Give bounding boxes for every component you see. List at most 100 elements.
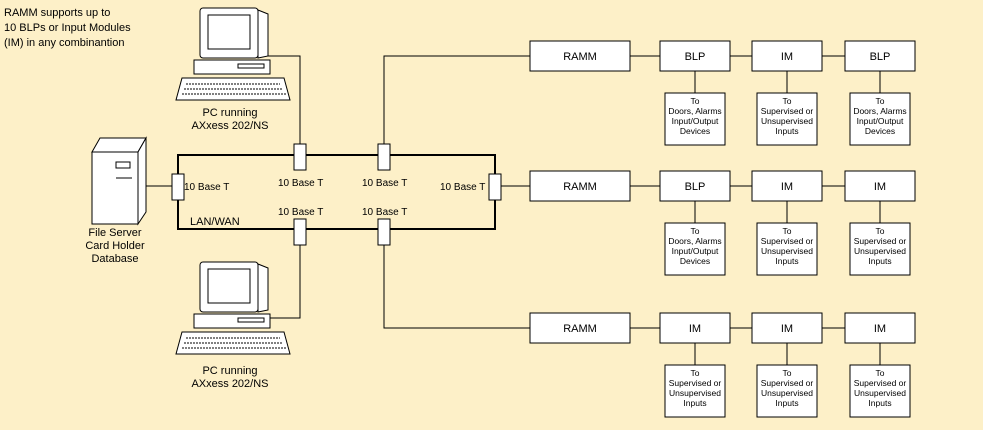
device-desc-line: Devices xyxy=(680,126,710,136)
device-desc-line: Supervised or xyxy=(761,236,814,246)
module-label: BLP xyxy=(685,51,706,63)
device-desc-line: Supervised or xyxy=(761,106,814,116)
svg-text:10 Base T: 10 Base T xyxy=(278,207,323,218)
server-icon xyxy=(91,136,147,226)
pc-top-label-2: AXxess 202/NS xyxy=(191,120,268,132)
device-desc-line: Unsupervised xyxy=(761,388,813,398)
device-desc-line: Unsupervised xyxy=(854,246,906,256)
module-label: IM xyxy=(874,323,886,335)
svg-text:10 Base T: 10 Base T xyxy=(278,178,323,189)
ramm-box xyxy=(529,312,631,344)
device-desc-line: Unsupervised xyxy=(854,388,906,398)
ramm-box xyxy=(529,170,631,202)
module-label: BLP xyxy=(870,51,891,63)
module-box xyxy=(844,40,916,72)
module-box xyxy=(751,40,823,72)
device-desc-line: Supervised or xyxy=(854,236,907,246)
device-desc-line: Inputs xyxy=(868,256,891,266)
device-desc-line: To xyxy=(876,226,885,236)
note-line-3: (IM) in any combinantion xyxy=(4,37,124,49)
svg-text:10 Base T: 10 Base T xyxy=(362,207,407,218)
device-desc-line: Devices xyxy=(865,126,895,136)
ramm-label: RAMM xyxy=(563,51,597,63)
device-desc-line: Inputs xyxy=(775,398,798,408)
tap-bottom-left: 10 Base T xyxy=(278,207,323,246)
connection-lines xyxy=(146,55,530,329)
device-desc-line: Inputs xyxy=(868,398,891,408)
module-box xyxy=(659,170,731,202)
device-desc-line: Inputs xyxy=(683,398,706,408)
device-box xyxy=(756,92,818,146)
device-desc-line: Supervised or xyxy=(854,378,907,388)
tap-server: 10 Base T xyxy=(171,173,229,201)
device-desc-line: Supervised or xyxy=(669,378,722,388)
svg-text:10 Base T: 10 Base T xyxy=(184,182,229,193)
device-desc-line: Unsupervised xyxy=(761,246,813,256)
device-desc-line: To xyxy=(783,96,792,106)
module-box xyxy=(659,40,731,72)
device-desc-line: To xyxy=(691,96,700,106)
device-box xyxy=(849,364,911,418)
device-desc-line: Input/Output xyxy=(672,246,719,256)
module-box xyxy=(751,312,823,344)
pc-bottom-label-1: PC running xyxy=(202,365,257,377)
tap-top-left: 10 Base T xyxy=(278,143,323,189)
pc-icon-top xyxy=(175,7,291,101)
pc-top-label-1: PC running xyxy=(202,107,257,119)
pc-icon-bottom xyxy=(175,261,291,355)
device-box xyxy=(756,222,818,276)
device-box xyxy=(756,364,818,418)
lan-label: LAN/WAN xyxy=(190,216,240,228)
device-box xyxy=(849,92,911,146)
module-label: BLP xyxy=(685,181,706,193)
ramm-label: RAMM xyxy=(563,181,597,193)
module-label: IM xyxy=(781,181,793,193)
device-desc-line: Input/Output xyxy=(672,116,719,126)
note-line-1: RAMM supports up to xyxy=(4,7,110,19)
module-label: IM xyxy=(874,181,886,193)
device-desc-line: Doors, Alarms xyxy=(853,106,906,116)
module-box xyxy=(659,312,731,344)
device-desc-line: Inputs xyxy=(775,256,798,266)
device-box xyxy=(664,364,726,418)
device-desc-line: To xyxy=(783,226,792,236)
server-label-3: Database xyxy=(91,253,138,265)
tap-right: 10 Base T xyxy=(440,173,502,201)
device-box xyxy=(664,222,726,276)
device-desc-line: Unsupervised xyxy=(669,388,721,398)
server-label-1: File Server xyxy=(88,227,142,239)
tap-bottom-right: 10 Base T xyxy=(362,207,407,246)
device-desc-line: Unsupervised xyxy=(761,116,813,126)
module-box xyxy=(844,170,916,202)
pc-bottom-label-2: AXxess 202/NS xyxy=(191,378,268,390)
device-desc-line: Doors, Alarms xyxy=(668,236,721,246)
device-box xyxy=(849,222,911,276)
device-desc-line: Doors, Alarms xyxy=(668,106,721,116)
device-desc-line: Devices xyxy=(680,256,710,266)
module-label: IM xyxy=(781,323,793,335)
note-line-2: 10 BLPs or Input Modules xyxy=(4,22,131,34)
module-label: IM xyxy=(689,323,701,335)
device-desc-line: To xyxy=(691,368,700,378)
tap-top-right: 10 Base T xyxy=(362,143,407,189)
device-desc-line: To xyxy=(876,368,885,378)
svg-text:10 Base T: 10 Base T xyxy=(440,182,485,193)
device-desc-line: To xyxy=(783,368,792,378)
module-label: IM xyxy=(781,51,793,63)
svg-text:10 Base T: 10 Base T xyxy=(362,178,407,189)
device-desc-line: To xyxy=(876,96,885,106)
server-label-2: Card Holder xyxy=(85,240,145,252)
module-box xyxy=(844,312,916,344)
device-box xyxy=(664,92,726,146)
ramm-label: RAMM xyxy=(563,323,597,335)
device-desc-line: Inputs xyxy=(775,126,798,136)
device-desc-line: Input/Output xyxy=(857,116,904,126)
device-desc-line: To xyxy=(691,226,700,236)
device-desc-line: Supervised or xyxy=(761,378,814,388)
